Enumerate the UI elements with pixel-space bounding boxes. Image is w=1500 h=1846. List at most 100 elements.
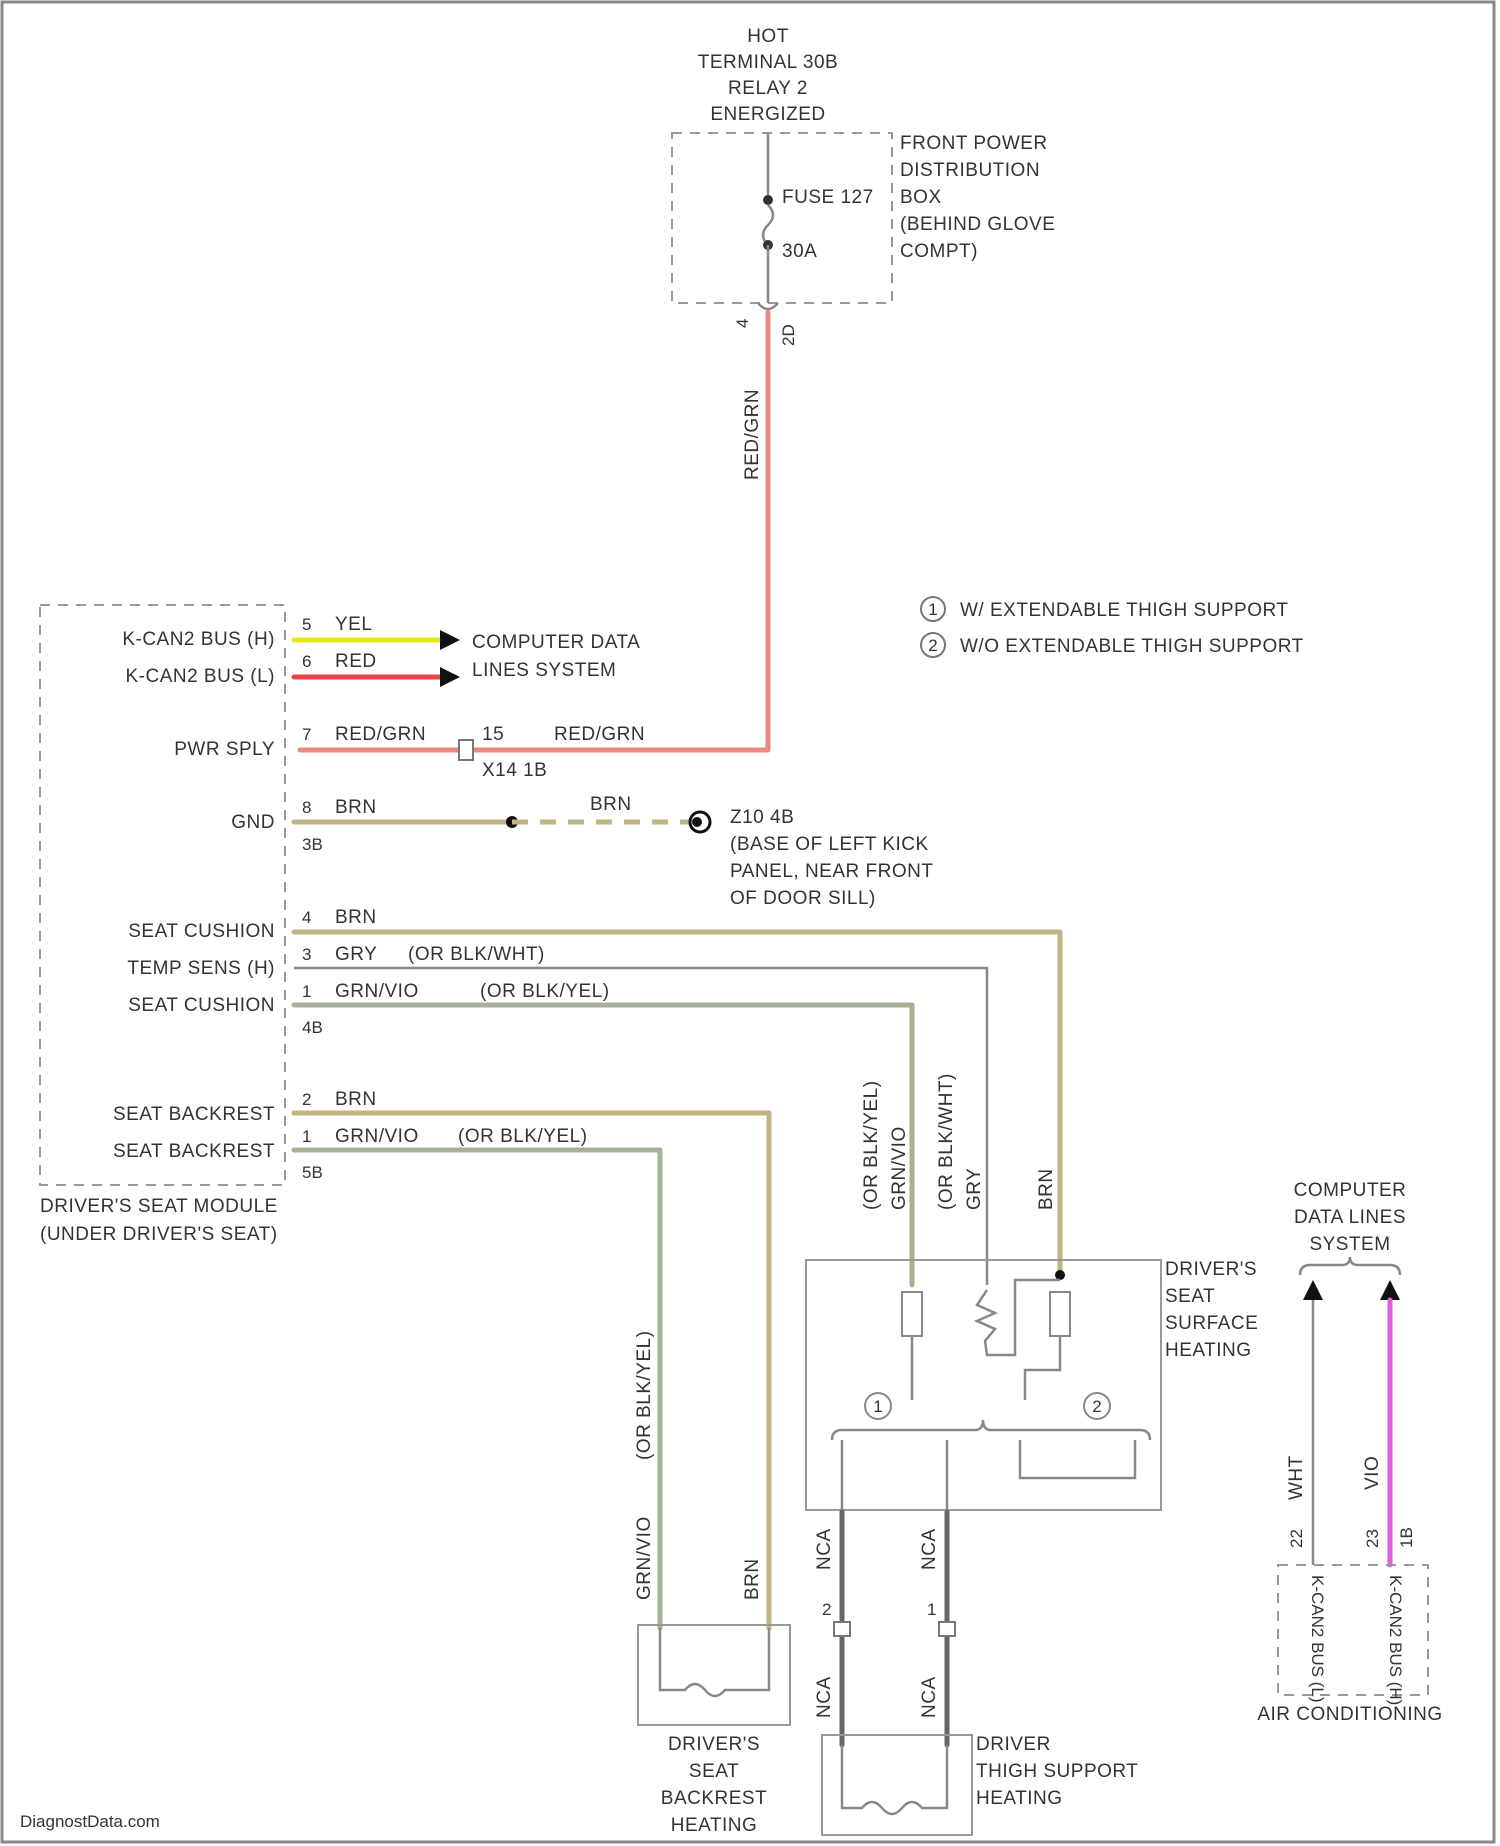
module-pin-labels: K-CAN2 BUS (H) K-CAN2 BUS (L) PWR SPLY G…: [113, 629, 275, 1162]
surface-circ-1-num: 1: [873, 1397, 882, 1416]
seat-module-box: [40, 605, 285, 1185]
surface-circ-2-num: 2: [1092, 1397, 1101, 1416]
thigh-conn-a: [834, 1622, 850, 1636]
ac-bus-h: K-CAN2 BUS (H): [1386, 1575, 1405, 1705]
ac-brace: [1300, 1257, 1400, 1275]
back-vlabel-or: (OR BLK/YEL): [634, 1330, 655, 1460]
splice-wire-color: RED/GRN: [554, 724, 645, 745]
thigh-element: [842, 1745, 947, 1814]
fpdb-line-5: COMPT): [900, 241, 978, 262]
pin-num-3: 3: [302, 945, 311, 964]
cdls-right-line-1: COMPUTER DATA: [472, 632, 640, 653]
ac-cdls-2: DATA LINES: [1294, 1207, 1406, 1228]
fpdb-pin-b: 2D: [779, 324, 798, 346]
conn-5b: 5B: [302, 1163, 323, 1182]
thigh-name-2: THIGH SUPPORT: [976, 1761, 1138, 1782]
module-name-line-2: (UNDER DRIVER'S SEAT): [40, 1224, 278, 1245]
backrest-name-3: BACKREST: [661, 1788, 767, 1809]
fpdb-line-1: FRONT POWER: [900, 133, 1048, 154]
watermark: DiagnostData.com: [20, 1812, 160, 1831]
ground-desc-2: PANEL, NEAR FRONT: [730, 861, 933, 882]
feed-wire-label: RED/GRN: [742, 389, 763, 480]
surface-heating-label: DRIVER'S SEAT SURFACE HEATING: [1165, 1259, 1258, 1361]
ac-cdls-1: COMPUTER: [1294, 1180, 1407, 1201]
thigh-name-3: HEATING: [976, 1788, 1063, 1809]
legend-1-text: W/ EXTENDABLE THIGH SUPPORT: [960, 600, 1288, 621]
thigh-heating-box: [822, 1735, 972, 1835]
pin-label-temp-sens: TEMP SENS (H): [127, 958, 275, 979]
pin-num-4: 4: [302, 908, 311, 927]
pin-num-6: 6: [302, 652, 311, 671]
thigh-conn-b: [939, 1622, 955, 1636]
ac-arrow-h: [1380, 1280, 1400, 1300]
pin-label-seat-cushion-b: SEAT CUSHION: [128, 995, 275, 1016]
vlabel-brn: BRN: [1036, 1168, 1057, 1210]
pin-label-seat-cushion-a: SEAT CUSHION: [128, 921, 275, 942]
fuse-symbol: [763, 205, 773, 245]
ac-name: AIR CONDITIONING: [1257, 1704, 1442, 1725]
wire-label-grnvio: GRN/VIO: [335, 981, 419, 1002]
wire-label-gry-alt: (OR BLK/WHT): [408, 944, 545, 965]
ground-desc-3: OF DOOR SILL): [730, 888, 876, 909]
nca-label-2: NCA: [919, 1528, 940, 1570]
backrest-name-2: SEAT: [689, 1761, 739, 1782]
cdls-right-line-2: LINES SYSTEM: [472, 660, 616, 681]
pin-num-1: 1: [302, 982, 311, 1001]
wire-label-brn-gnd: BRN: [335, 797, 377, 818]
ac-pin-22: 22: [1287, 1529, 1306, 1548]
fuse-rating: 30A: [782, 241, 817, 262]
ac-arrow-l: [1303, 1280, 1323, 1300]
splice-pin: 15: [482, 724, 504, 745]
splice-x14: [459, 740, 473, 760]
wire-brn-backrest: [294, 1113, 769, 1628]
thigh-pin-1: 1: [927, 1600, 936, 1619]
backrest-heating-label: DRIVER'S SEAT BACKREST HEATING: [661, 1734, 767, 1836]
legend-2-text: W/O EXTENDABLE THIGH SUPPORT: [960, 636, 1304, 657]
fuse-top-terminal: [763, 195, 773, 205]
fpdb-label: FRONT POWER DISTRIBUTION BOX (BEHIND GLO…: [900, 133, 1055, 262]
back-vlabel-grnvio: GRN/VIO: [634, 1516, 655, 1600]
fpdb-line-2: DISTRIBUTION: [900, 160, 1040, 181]
wire-label-grnvio-back-alt: (OR BLK/YEL): [458, 1126, 588, 1147]
legend-1-num: 1: [928, 600, 937, 619]
surface-element-1: [902, 1292, 922, 1336]
pin-num-8: 8: [302, 798, 311, 817]
vlabel-or-blkyel: (OR BLK/YEL): [861, 1080, 882, 1210]
pin-label-backrest-a: SEAT BACKREST: [113, 1104, 275, 1125]
wire-label-brn-back: BRN: [335, 1089, 377, 1110]
surface-no-thigh-loop: [1020, 1440, 1135, 1478]
back-vlabel-brn: BRN: [742, 1558, 763, 1600]
backrest-name-1: DRIVER'S: [668, 1734, 760, 1755]
module-name: DRIVER'S SEAT MODULE (UNDER DRIVER'S SEA…: [40, 1196, 278, 1245]
conn-4b: 4B: [302, 1018, 323, 1037]
wire-label-yel: YEL: [335, 614, 372, 635]
thigh-heating-label: DRIVER THIGH SUPPORT HEATING: [976, 1734, 1138, 1809]
hot-label: HOT TERMINAL 30B RELAY 2 ENERGIZED: [698, 26, 838, 125]
ac-wire-vio: VIO: [1362, 1456, 1383, 1490]
ac-bus-l: K-CAN2 BUS (L): [1308, 1575, 1327, 1703]
surface-node: [1055, 1270, 1065, 1280]
ground-desc-1: (BASE OF LEFT KICK: [730, 834, 929, 855]
ground-point-dot: [692, 817, 702, 827]
pin-num-5: 5: [302, 615, 311, 634]
wire-label-red: RED: [335, 651, 377, 672]
arrow-cdls-l: [440, 667, 460, 687]
surface-thermistor: [977, 1280, 1060, 1355]
surface-name-1: DRIVER'S: [1165, 1259, 1257, 1280]
ac-conn-1b: 1B: [1397, 1527, 1416, 1548]
arrow-cdls-h: [440, 630, 460, 650]
conn-3b: 3B: [302, 835, 323, 854]
pin-label-pwr: PWR SPLY: [174, 739, 275, 760]
ground-name: Z10 4B: [730, 807, 794, 828]
pin-num-2b: 2: [302, 1090, 311, 1109]
vlabel-grnvio: GRN/VIO: [889, 1126, 910, 1210]
nca-label-1: NCA: [814, 1528, 835, 1570]
fuse-name: FUSE 127: [782, 187, 874, 208]
thigh-pin-2: 2: [822, 1600, 831, 1619]
surface-name-2: SEAT: [1165, 1286, 1215, 1307]
thigh-name-1: DRIVER: [976, 1734, 1051, 1755]
hot-line-3: RELAY 2: [728, 78, 808, 99]
backrest-element: [660, 1628, 769, 1696]
ac-wire-wht: WHT: [1286, 1455, 1307, 1500]
